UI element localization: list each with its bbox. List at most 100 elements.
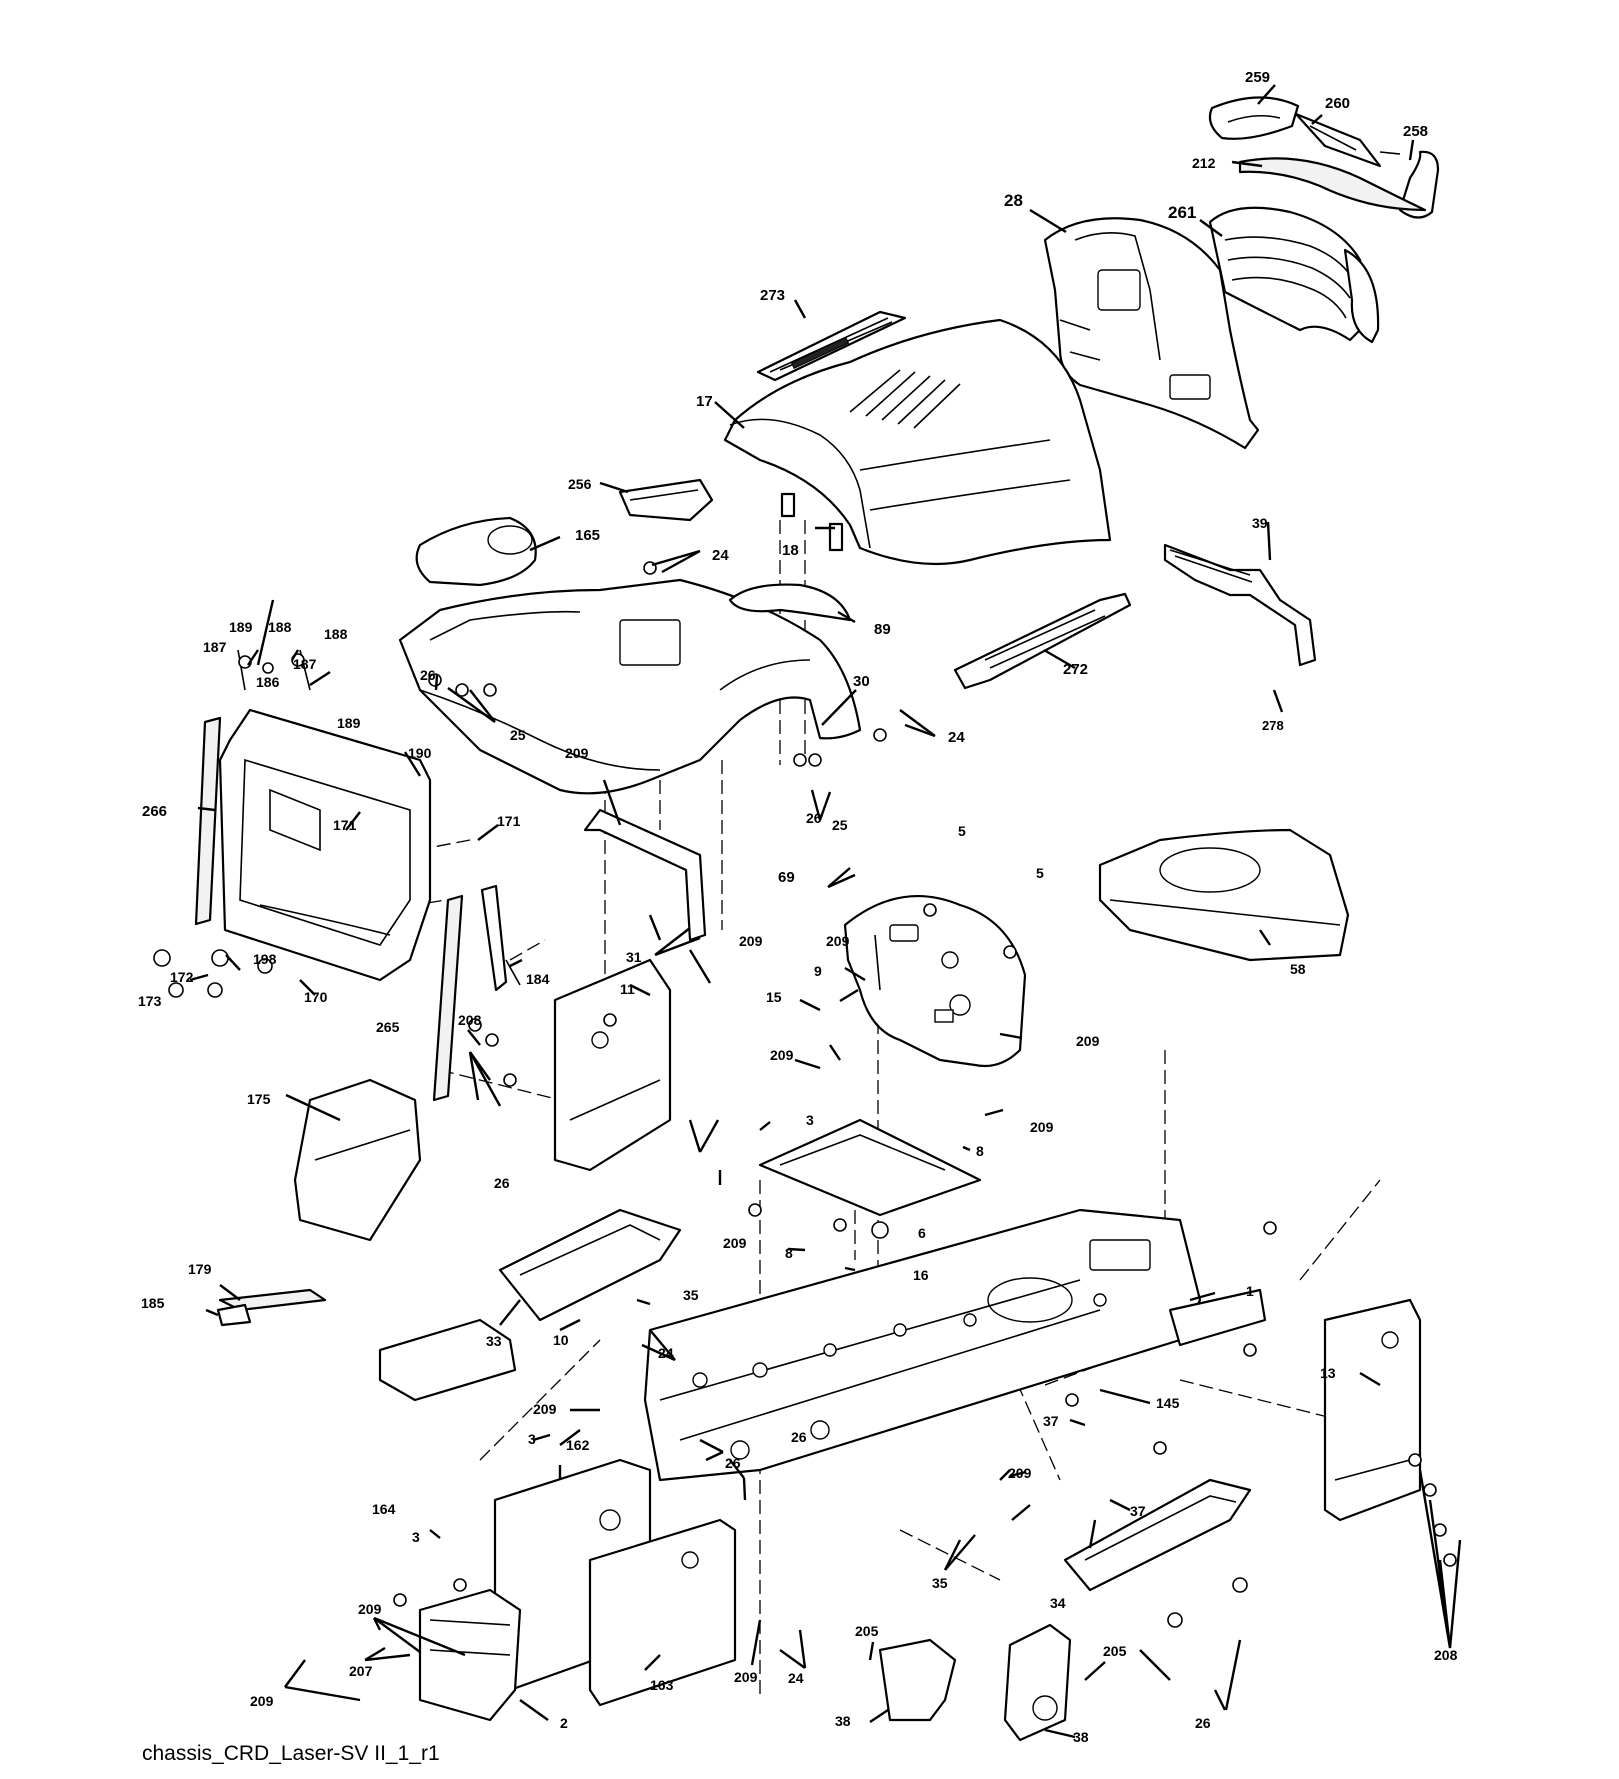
- callout-5b: 5: [1036, 865, 1044, 881]
- callout-15: 15: [766, 989, 782, 1005]
- callout-24b: 24: [948, 729, 965, 746]
- callout-162: 162: [566, 1437, 590, 1453]
- seat-pivot-bar-left: [194, 716, 222, 926]
- lower-bracket-left: [878, 1638, 957, 1722]
- callout-26b: 26: [806, 810, 822, 826]
- headlight-lens-left: [1208, 96, 1300, 140]
- callout-207: 207: [349, 1663, 373, 1679]
- callout-208a: 208: [458, 1012, 482, 1028]
- callout-184: 184: [526, 971, 550, 987]
- frame-crossmember: [378, 1318, 517, 1402]
- callout-8a: 8: [976, 1143, 984, 1159]
- side-panel-left: [553, 958, 672, 1172]
- callout-2: 2: [560, 1715, 568, 1731]
- callout-18: 18: [782, 542, 799, 559]
- front-axle-mount: [1168, 1288, 1267, 1347]
- callout-5a: 5: [958, 823, 966, 839]
- callout-13: 13: [1320, 1365, 1336, 1381]
- callout-205a: 205: [855, 1623, 879, 1639]
- callout-209i: 209: [1008, 1465, 1032, 1481]
- callout-209e: 209: [770, 1047, 794, 1063]
- hood-bracket: [1163, 543, 1317, 667]
- callout-31: 31: [626, 949, 642, 965]
- main-frame: [643, 1208, 1202, 1482]
- cup-holder-tray: [415, 516, 537, 587]
- callout-24d: 24: [788, 1670, 804, 1686]
- callout-34: 34: [1050, 1595, 1066, 1611]
- callout-179: 179: [188, 1261, 212, 1277]
- callout-26d: 26: [791, 1429, 807, 1445]
- callout-33: 33: [486, 1333, 502, 1349]
- callout-165: 165: [575, 527, 600, 544]
- callout-35b: 35: [932, 1575, 948, 1591]
- footrest-left: [498, 1208, 682, 1322]
- callout-163: 163: [650, 1677, 674, 1693]
- callout-170: 170: [304, 989, 328, 1005]
- callout-17: 17: [696, 393, 713, 410]
- callout-187a: 187: [203, 639, 227, 655]
- callout-209g: 209: [723, 1235, 747, 1251]
- callout-89: 89: [874, 621, 891, 638]
- diagram-caption: chassis_CRD_Laser-SV II_1_r1: [142, 1742, 440, 1765]
- callout-259: 259: [1245, 69, 1270, 86]
- callout-3c: 3: [412, 1529, 420, 1545]
- callout-26a: 26: [420, 667, 436, 683]
- callout-3a: 3: [806, 1112, 814, 1128]
- front-skirt-grille: [953, 592, 1132, 690]
- callout-187b: 187: [293, 656, 317, 672]
- callout-208b: 208: [1434, 1647, 1458, 1663]
- callout-185: 185: [141, 1295, 165, 1311]
- callout-266: 266: [142, 803, 167, 820]
- callout-273: 273: [760, 287, 785, 304]
- callout-209f: 209: [1030, 1119, 1054, 1135]
- headlight-lens-right: [1294, 112, 1382, 168]
- grille-trim-strip: [1238, 157, 1427, 212]
- leader-lines: [189, 84, 1462, 1739]
- callout-278: 278: [1262, 718, 1284, 733]
- callout-209d: 209: [1076, 1033, 1100, 1049]
- callout-24a: 24: [712, 547, 729, 564]
- side-panel-right: [1323, 1298, 1422, 1522]
- frame-plate-rear: [588, 1518, 737, 1707]
- fuel-tank-shroud: [1098, 828, 1350, 962]
- callout-39: 39: [1252, 515, 1268, 531]
- fuel-cap-cover: [618, 478, 714, 522]
- callout-209c: 209: [739, 933, 763, 949]
- callout-260: 260: [1325, 95, 1350, 112]
- rear-hitch-plate: [418, 1588, 522, 1722]
- hood-vent-strip: [756, 310, 907, 382]
- callout-209b: 209: [826, 933, 850, 949]
- dash-tower: [843, 895, 1027, 1068]
- callout-37b: 37: [1130, 1503, 1146, 1519]
- callout-6: 6: [918, 1225, 926, 1241]
- fender-support-bracket: [583, 808, 707, 942]
- callout-172: 172: [170, 969, 194, 985]
- hood: [723, 318, 1112, 566]
- callout-145: 145: [1156, 1395, 1180, 1411]
- seat-adjust-lever: [480, 884, 521, 992]
- footrest-right: [1063, 1478, 1252, 1592]
- callout-212: 212: [1192, 155, 1216, 171]
- fender-pan: [398, 578, 862, 795]
- callout-11: 11: [620, 981, 635, 997]
- callout-38b: 38: [1073, 1729, 1089, 1745]
- front-grille-housing: [1043, 217, 1260, 450]
- callout-205b: 205: [1103, 1643, 1127, 1659]
- callout-188b: 188: [324, 626, 348, 642]
- callout-189a: 189: [229, 619, 253, 635]
- callout-209j: 209: [358, 1601, 382, 1617]
- callout-37a: 37: [1043, 1413, 1059, 1429]
- callout-258: 258: [1403, 123, 1428, 140]
- callout-28: 28: [1004, 191, 1023, 210]
- front-grille-insert: [1208, 206, 1380, 344]
- callout-173: 173: [138, 993, 162, 1009]
- callout-175: 175: [247, 1091, 271, 1107]
- callout-69: 69: [778, 869, 795, 886]
- callout-190: 190: [408, 745, 432, 761]
- callout-35a: 35: [683, 1287, 699, 1303]
- callout-265: 265: [376, 1019, 400, 1035]
- battery-tray: [758, 1118, 982, 1217]
- callout-209a: 209: [565, 745, 589, 761]
- callout-25a: 25: [510, 727, 526, 743]
